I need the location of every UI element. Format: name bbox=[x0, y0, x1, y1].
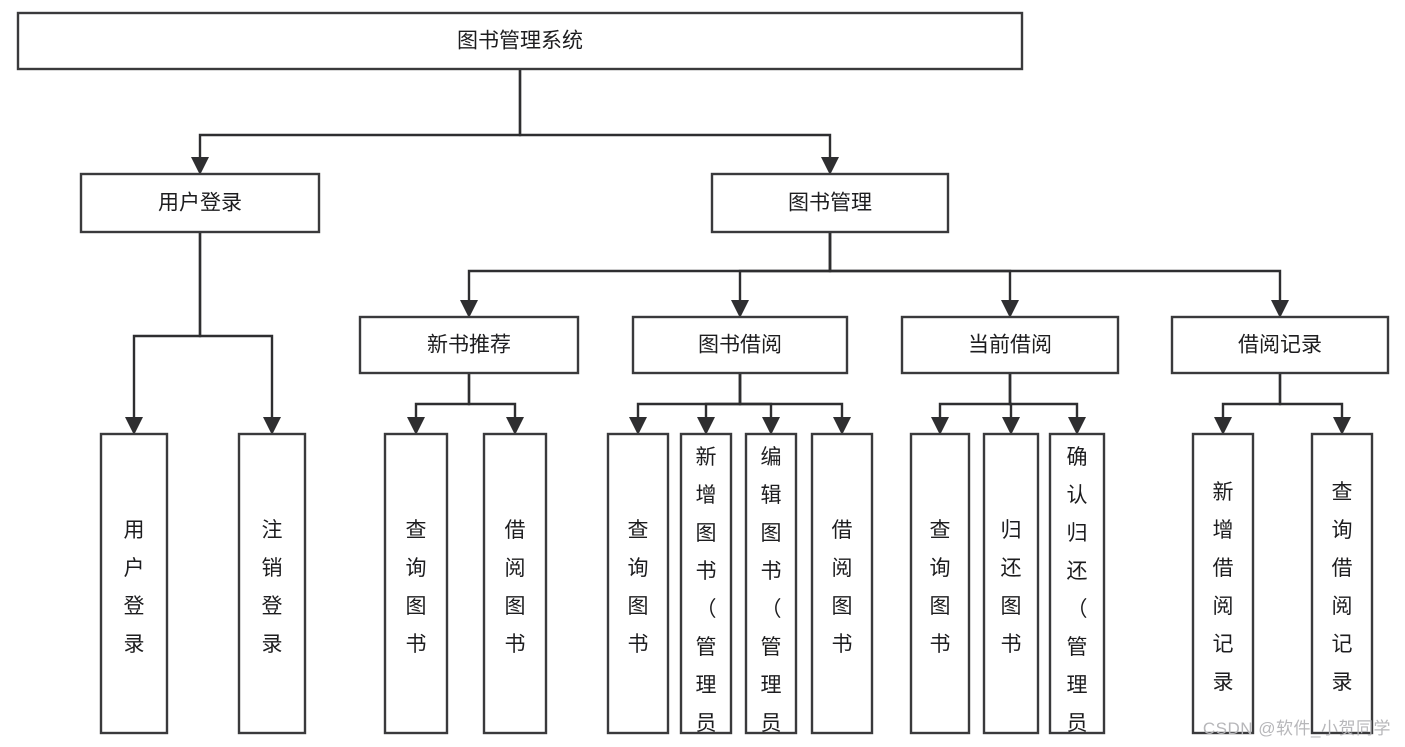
connector-borrow-record-to-leaf-query-record bbox=[1278, 373, 1351, 435]
node-box bbox=[982, 432, 1040, 735]
node-label: 借阅图书 bbox=[505, 519, 526, 656]
node-label: 查询图书 bbox=[930, 519, 951, 656]
connector-book-manage-to-book-borrow bbox=[731, 232, 832, 318]
node-leaf-query-book-1[interactable]: 查询图书 bbox=[383, 432, 449, 735]
node-label: 编辑图书（管理员） bbox=[761, 446, 782, 747]
node-leaf-user-logout[interactable]: 注销登录 bbox=[237, 432, 307, 735]
node-root[interactable]: 图书管理系统 bbox=[16, 11, 1024, 71]
node-label: 图书借阅 bbox=[698, 334, 782, 357]
node-label: 图书管理系统 bbox=[457, 30, 583, 53]
node-label: 用户登录 bbox=[158, 192, 242, 215]
node-box bbox=[482, 432, 548, 735]
watermark: CSDN @软件_小贺同学 bbox=[1202, 719, 1391, 738]
connector-current-borrow-to-leaf-confirm-return bbox=[1008, 373, 1086, 435]
node-new-book-recommend[interactable]: 新书推荐 bbox=[358, 315, 580, 375]
connector-current-borrow-to-leaf-query-book-3 bbox=[931, 373, 1012, 435]
node-current-borrow[interactable]: 当前借阅 bbox=[900, 315, 1120, 375]
node-label: 查询图书 bbox=[628, 519, 649, 656]
node-box bbox=[1310, 432, 1374, 735]
node-box bbox=[710, 172, 950, 234]
node-label: 借阅记录 bbox=[1238, 334, 1322, 357]
node-label: 新增借阅记录 bbox=[1213, 481, 1234, 694]
node-label: 归还图书 bbox=[1001, 519, 1022, 656]
node-user-login[interactable]: 用户登录 bbox=[79, 172, 321, 234]
node-box bbox=[16, 11, 1024, 71]
node-box bbox=[237, 432, 307, 735]
node-borrow-record[interactable]: 借阅记录 bbox=[1170, 315, 1390, 375]
node-leaf-borrow-book-2[interactable]: 借阅图书 bbox=[810, 432, 874, 735]
node-box bbox=[900, 315, 1120, 375]
node-box bbox=[383, 432, 449, 735]
node-leaf-user-login[interactable]: 用户登录 bbox=[99, 432, 169, 735]
node-leaf-query-book-3[interactable]: 查询图书 bbox=[909, 432, 971, 735]
node-leaf-edit-book[interactable]: 编辑图书（管理员） bbox=[744, 432, 798, 747]
node-label: 当前借阅 bbox=[968, 334, 1052, 357]
node-leaf-borrow-book-1[interactable]: 借阅图书 bbox=[482, 432, 548, 735]
node-label: 查询借阅记录 bbox=[1332, 481, 1353, 694]
node-label: 查询图书 bbox=[406, 519, 427, 656]
connector-root-to-book-manage bbox=[518, 69, 839, 175]
node-book-manage[interactable]: 图书管理 bbox=[710, 172, 950, 234]
node-box bbox=[606, 432, 670, 735]
connector-user-login-to-leaf-user-logout bbox=[198, 232, 281, 435]
node-label: 注销登录 bbox=[262, 519, 283, 656]
connector-new-book-recommend-to-leaf-borrow-book-1 bbox=[467, 373, 524, 435]
node-box bbox=[1191, 432, 1255, 735]
node-box bbox=[744, 432, 798, 735]
node-box bbox=[1170, 315, 1390, 375]
node-leaf-add-record[interactable]: 新增借阅记录 bbox=[1191, 432, 1255, 735]
node-layer: 图书管理系统用户登录图书管理新书推荐图书借阅当前借阅借阅记录用户登录注销登录查询… bbox=[16, 11, 1390, 747]
node-label: 借阅图书 bbox=[832, 519, 853, 656]
connector-root-to-user-login bbox=[191, 69, 522, 175]
node-box bbox=[358, 315, 580, 375]
node-label: 新书推荐 bbox=[427, 334, 511, 357]
connector-user-login-to-leaf-user-login bbox=[125, 232, 202, 435]
node-leaf-query-book-2[interactable]: 查询图书 bbox=[606, 432, 670, 735]
connector-book-borrow-to-leaf-borrow-book-2 bbox=[738, 373, 851, 435]
node-box bbox=[79, 172, 321, 234]
node-leaf-return-book[interactable]: 归还图书 bbox=[982, 432, 1040, 735]
node-leaf-query-record[interactable]: 查询借阅记录 bbox=[1310, 432, 1374, 735]
node-box bbox=[909, 432, 971, 735]
node-box bbox=[679, 432, 733, 735]
connector-book-manage-to-borrow-record bbox=[828, 232, 1289, 318]
node-book-borrow[interactable]: 图书借阅 bbox=[631, 315, 849, 375]
node-label: 用户登录 bbox=[124, 519, 145, 656]
node-leaf-confirm-return[interactable]: 确认归还（管理员） bbox=[1048, 432, 1106, 747]
connector-layer bbox=[125, 69, 1351, 435]
node-box bbox=[1048, 432, 1106, 735]
node-box bbox=[810, 432, 874, 735]
node-box bbox=[99, 432, 169, 735]
node-leaf-add-book[interactable]: 新增图书（管理员） bbox=[679, 432, 733, 747]
node-label: 图书管理 bbox=[788, 192, 872, 215]
node-label: 新增图书（管理员） bbox=[696, 446, 717, 747]
connector-book-manage-to-new-book-recommend bbox=[460, 232, 832, 318]
node-box bbox=[631, 315, 849, 375]
connector-borrow-record-to-leaf-add-record bbox=[1214, 373, 1282, 435]
connector-new-book-recommend-to-leaf-query-book-1 bbox=[407, 373, 471, 435]
connector-book-manage-to-current-borrow bbox=[828, 232, 1019, 318]
node-label: 确认归还（管理员） bbox=[1067, 446, 1088, 747]
